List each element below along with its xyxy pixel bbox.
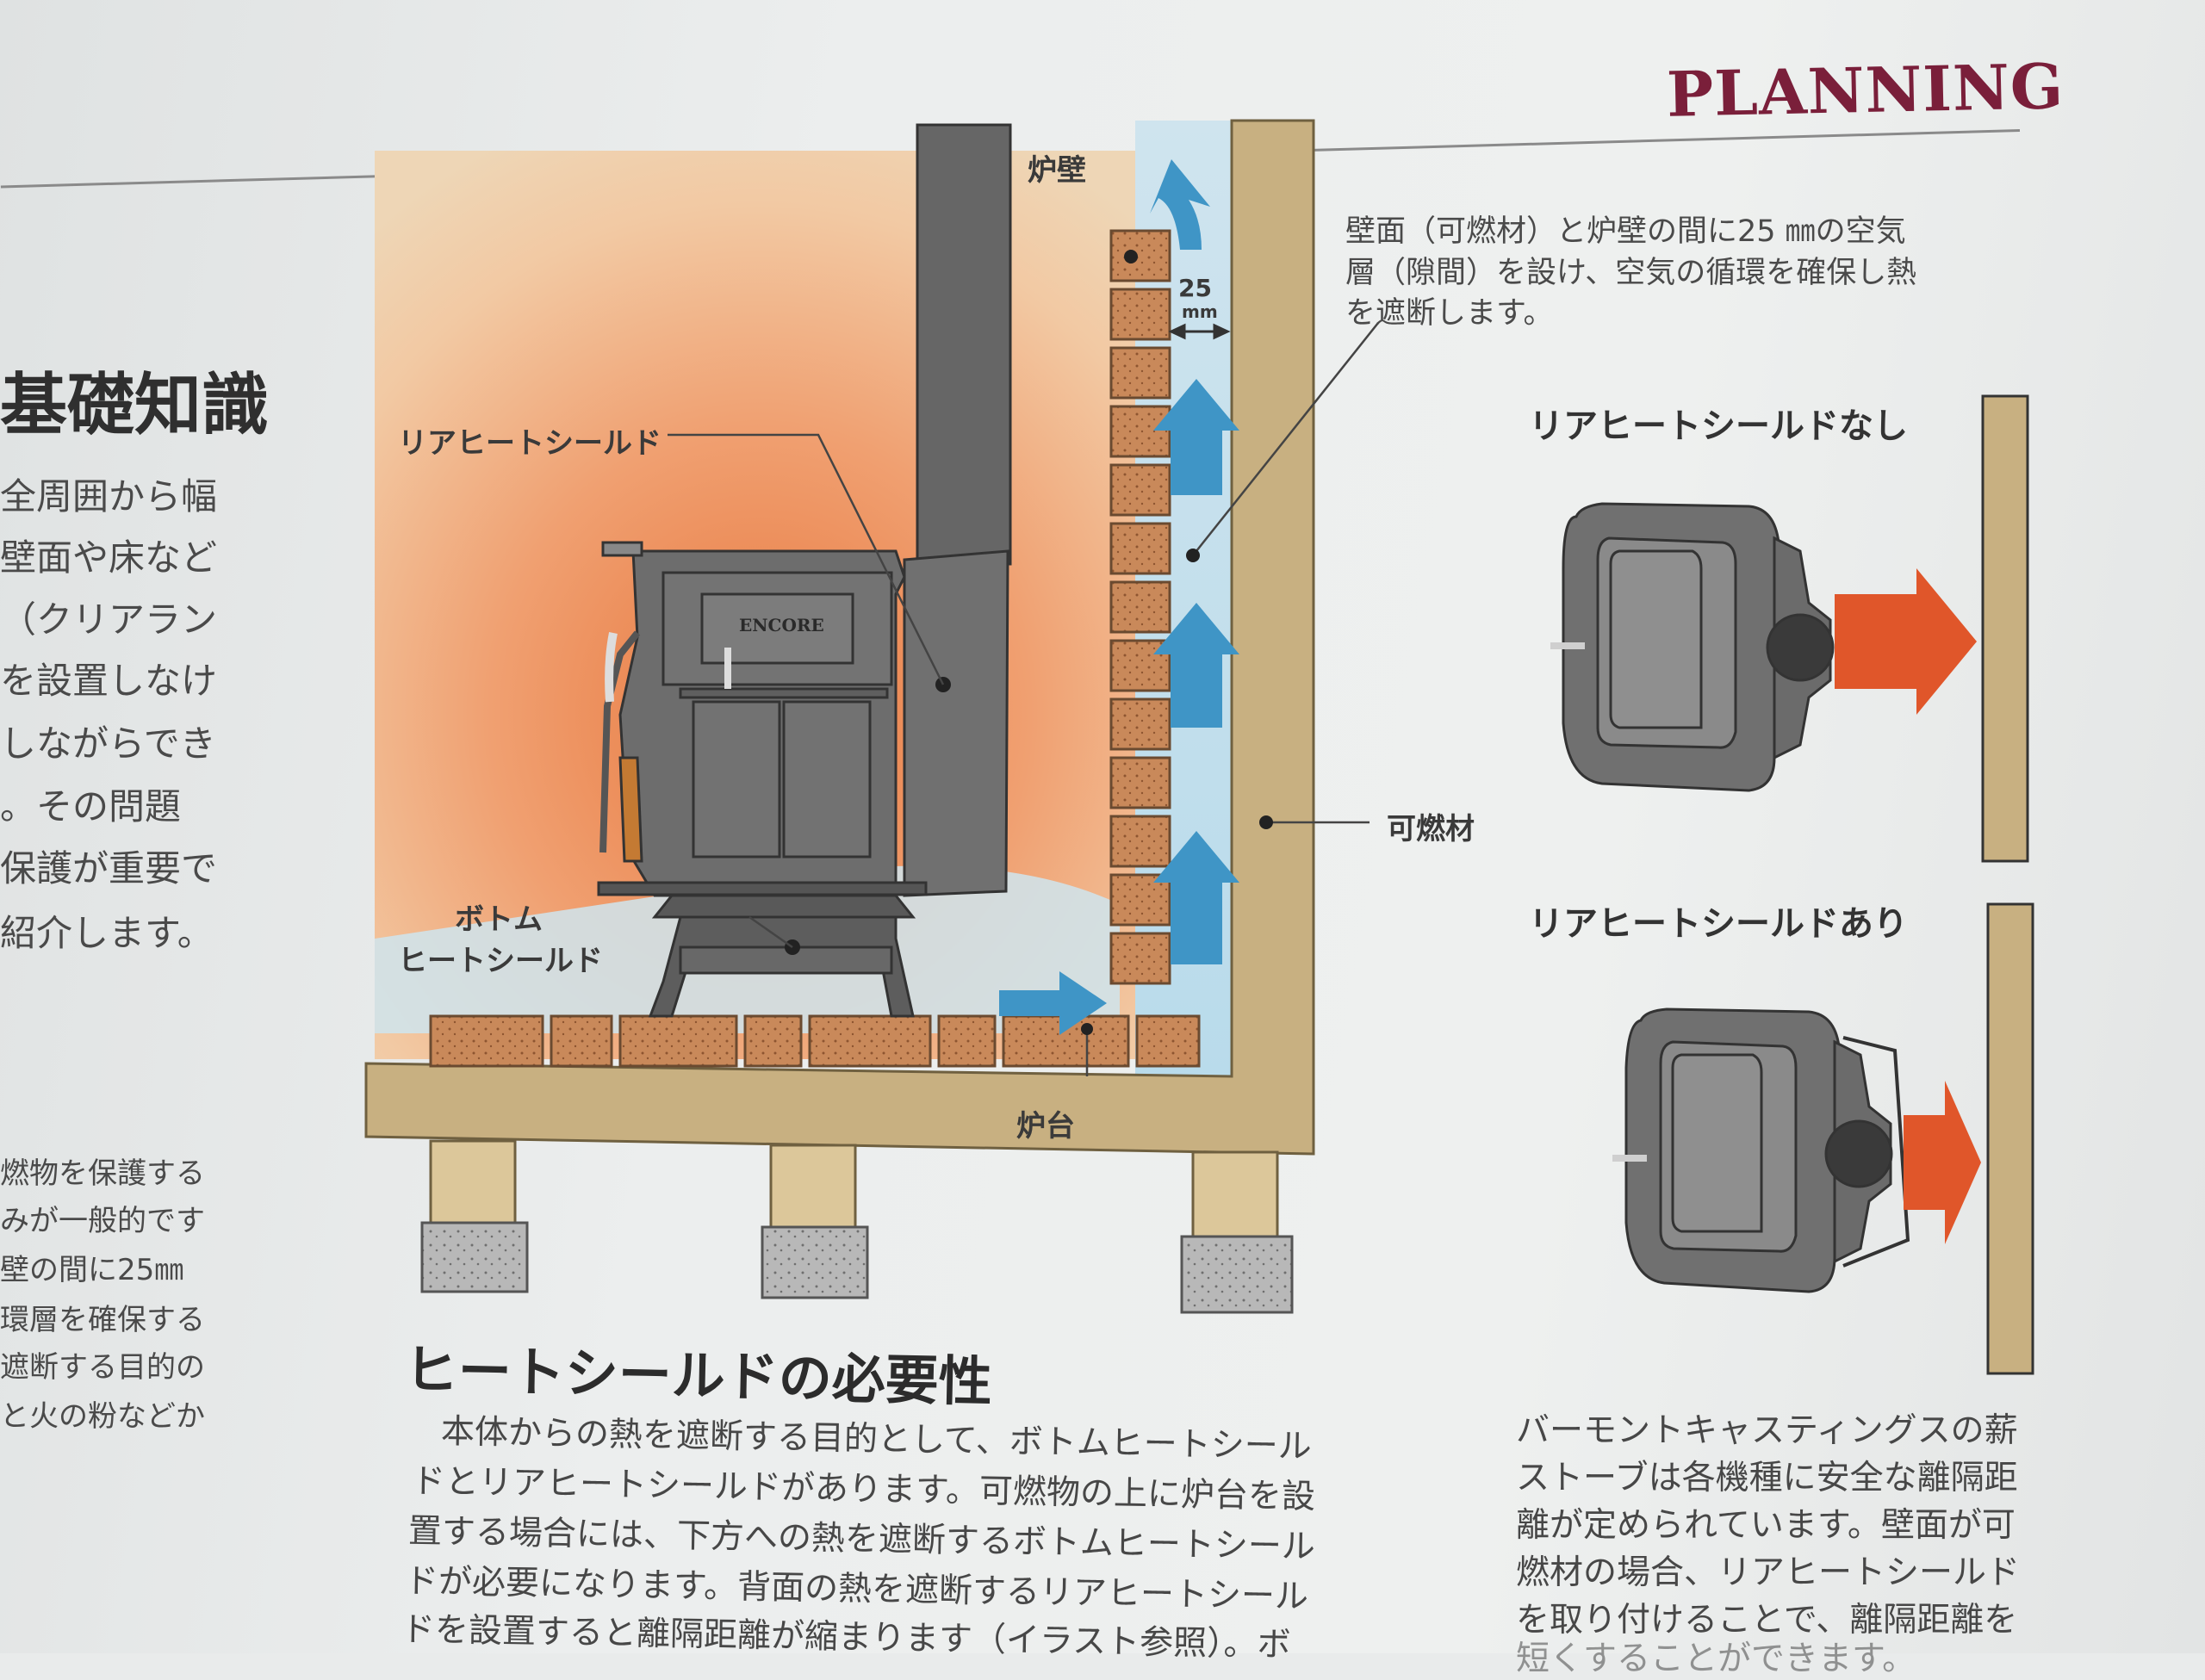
side-diagram-with-shield: [1612, 902, 2034, 1375]
floor-supports: [420, 1139, 1294, 1314]
left-line: 燃物を保護する: [0, 1156, 205, 1191]
rear-wall-bricks: [1109, 229, 1171, 985]
hearth-bricks: [429, 1014, 1201, 1068]
left-line: 壁の間に25㎜: [0, 1253, 184, 1287]
left-line: 紹介します。: [0, 912, 214, 954]
left-line: 遮断する目的の: [0, 1350, 205, 1385]
flue-pipe: [916, 123, 1012, 566]
gap-unit-label: mm: [1182, 301, 1218, 322]
right-line: 短くすることができます。: [1516, 1640, 1916, 1678]
rear-wall-label: 炉壁: [1028, 153, 1086, 188]
side-diagram-without-shield: [1550, 394, 2029, 863]
bottom-heat-shield-label-2: ヒートシールド: [398, 944, 603, 978]
gap-value-label: 25: [1178, 274, 1212, 302]
gap-dimension: [1168, 323, 1231, 340]
note-line: 壁面（可燃材）と炉壁の間に25 ㎜の空気: [1345, 214, 1906, 249]
stove: [597, 541, 951, 1018]
right-line: 燃材の場合、リアヒートシールド: [1516, 1553, 2021, 1592]
rear-heat-shield-label: リアヒートシールド: [398, 426, 662, 461]
right-line: を取り付けることで、離隔距離を: [1516, 1601, 2018, 1640]
air-flow-arrows: [999, 159, 1239, 1035]
rear-heat-shield: [903, 549, 1009, 897]
leader-lines: [668, 322, 1379, 1076]
left-line: （クリアラン: [0, 598, 218, 641]
left-line: みが一般的です: [0, 1204, 205, 1238]
right-line: 離が定められています。壁面が可: [1516, 1506, 2016, 1545]
left-line: と火の粉などか: [0, 1399, 205, 1434]
note-line: 層（隙間）を設け、空気の循環を確保し熱: [1345, 256, 1917, 290]
left-line: 。その問題: [0, 785, 182, 828]
combustible-label: 可燃材: [1387, 812, 1475, 846]
left-section-heading: 基礎知識: [0, 367, 270, 444]
without-shield-caption: リアヒートシールドなし: [1529, 406, 1908, 446]
left-line: 環層を確保する: [0, 1303, 205, 1337]
note-line: を遮断します。: [1345, 296, 1554, 331]
stove-brand-plate: ENCORE: [739, 615, 824, 635]
left-line: しながらでき: [0, 722, 216, 765]
right-line: ストーブは各機種に安全な離隔距: [1516, 1459, 2018, 1497]
hearth-label: 炉台: [1016, 1109, 1075, 1144]
bottom-heat-shield-label-1: ボトム: [455, 902, 543, 937]
left-line: 全周囲から幅: [0, 475, 218, 518]
right-line: バーモントキャスティングスの薪: [1516, 1411, 2018, 1450]
left-line: 壁面や床など: [0, 536, 218, 579]
article-heading: ヒートシールドの必要性: [404, 1338, 993, 1414]
with-shield-caption: リアヒートシールドあり: [1529, 904, 1908, 944]
left-line: 保護が重要で: [0, 847, 218, 890]
left-line: を設置しなけ: [0, 660, 218, 702]
